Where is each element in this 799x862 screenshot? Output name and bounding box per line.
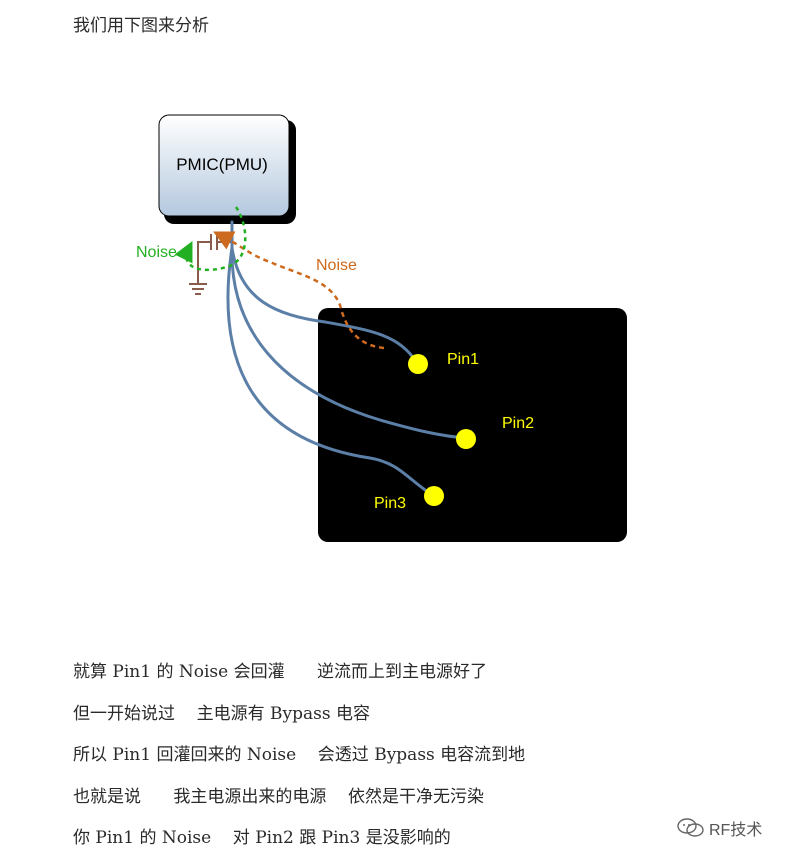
paragraph-line: 所以 Pin1 回灌回来的 Noise 会透过 Bypass 电容流到地 [73,745,526,765]
ground-symbol [189,255,207,295]
paragraph-line: 也就是说 我主电源出来的电源 依然是干净无污染 [73,787,485,807]
noise-path-green [174,206,247,272]
pin2-label: Pin2 [502,415,534,432]
power-wires [226,220,468,498]
noise-label-green: Noise [136,244,177,261]
noise-path-orange [213,231,385,350]
pin1-label: Pin1 [447,351,479,368]
wechat-icon [677,818,705,838]
watermark: RF技术 [677,816,762,840]
pmic-block: PMIC(PMU) [158,114,296,224]
noise-label-orange: Noise [316,257,357,274]
pin2-dot [456,429,476,449]
circuit-diagram: PMIC(PMU) Pin1 Pin2 Pin3 Noise Noise [136,114,627,542]
pin1-dot [408,354,428,374]
pin3-dot [424,486,444,506]
watermark-text: RF技术 [709,822,763,839]
paragraph-line: 就算 Pin1 的 Noise 会回灌 逆流而上到主电源好了 [73,662,488,682]
intro-text: 我们用下图来分析 [73,16,209,36]
pin3-label: Pin3 [374,495,406,512]
paragraph-line: 但一开始说过 主电源有 Bypass 电容 [73,704,370,724]
pmic-label: PMIC(PMU) [176,155,268,174]
paragraph-line: 你 Pin1 的 Noise 对 Pin2 跟 Pin3 是没影响的 [73,828,451,848]
chip-block [318,308,627,542]
